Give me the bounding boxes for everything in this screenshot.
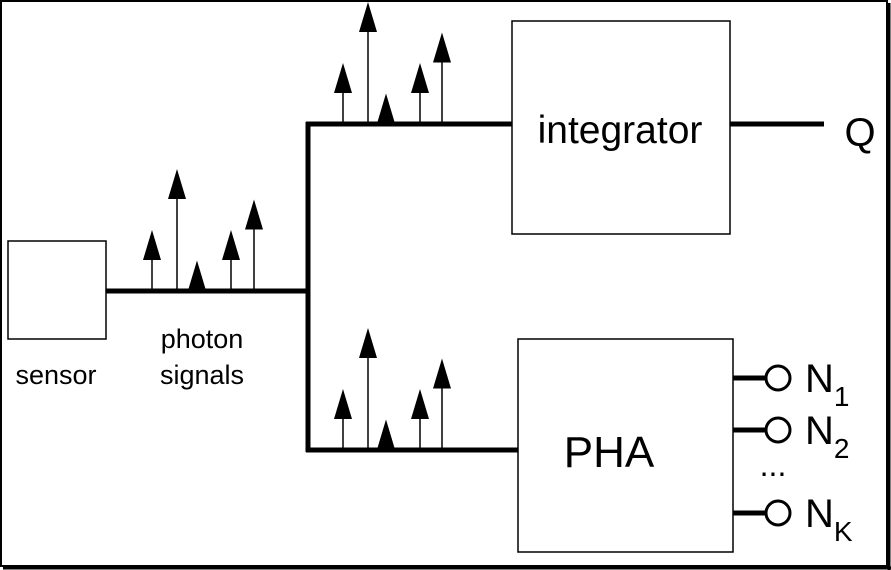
pulse-arrowhead — [377, 419, 395, 450]
pulse-arrowhead — [334, 389, 352, 419]
pulse-arrowhead — [433, 32, 451, 63]
photon-pulse-group-input — [143, 169, 263, 291]
port-nk-terminal — [764, 499, 792, 527]
port-ellipsis: ... — [760, 447, 787, 483]
pulse-arrowhead — [433, 358, 451, 389]
port-nk-subscript: K — [834, 516, 853, 547]
pulse-arrowhead — [377, 93, 395, 124]
pulse-arrowhead — [222, 230, 240, 260]
port-n2-letter: N — [805, 409, 834, 453]
pulse-arrowhead — [188, 260, 206, 291]
q-output-label: Q — [844, 111, 875, 155]
port-n2-label: N2 — [805, 409, 849, 464]
integrator-label: integrator — [538, 109, 703, 152]
pha-box — [517, 338, 734, 553]
pulse-arrowhead — [143, 230, 161, 260]
photon-pulse-group-lower — [334, 328, 451, 450]
photon-pulse-group-upper — [334, 2, 451, 124]
port-nk-letter: N — [805, 492, 834, 536]
integrator-box — [511, 20, 731, 235]
pulse-arrowhead — [411, 389, 429, 419]
sensor-label: sensor — [15, 360, 96, 390]
pulse-arrowhead — [168, 169, 186, 199]
pulse-arrowhead — [411, 63, 429, 93]
port-nk-label: NK — [805, 492, 853, 547]
pulse-arrowhead — [245, 199, 263, 230]
sensor-box — [7, 240, 107, 340]
pha-label: PHA — [564, 428, 655, 477]
pulse-arrowhead — [334, 63, 352, 93]
port-n1-label: N1 — [805, 357, 849, 412]
port-n1-letter: N — [805, 357, 834, 401]
photon-signals-label-line1: photon — [161, 324, 244, 354]
pulse-arrowhead — [359, 328, 377, 358]
pulse-arrowhead — [359, 2, 377, 32]
port-n2-terminal — [764, 416, 792, 444]
photon-signals-label-line2: signals — [160, 360, 244, 390]
port-n2-subscript: 2 — [834, 433, 850, 464]
port-n1-terminal — [764, 364, 792, 392]
port-n1-subscript: 1 — [834, 381, 850, 412]
